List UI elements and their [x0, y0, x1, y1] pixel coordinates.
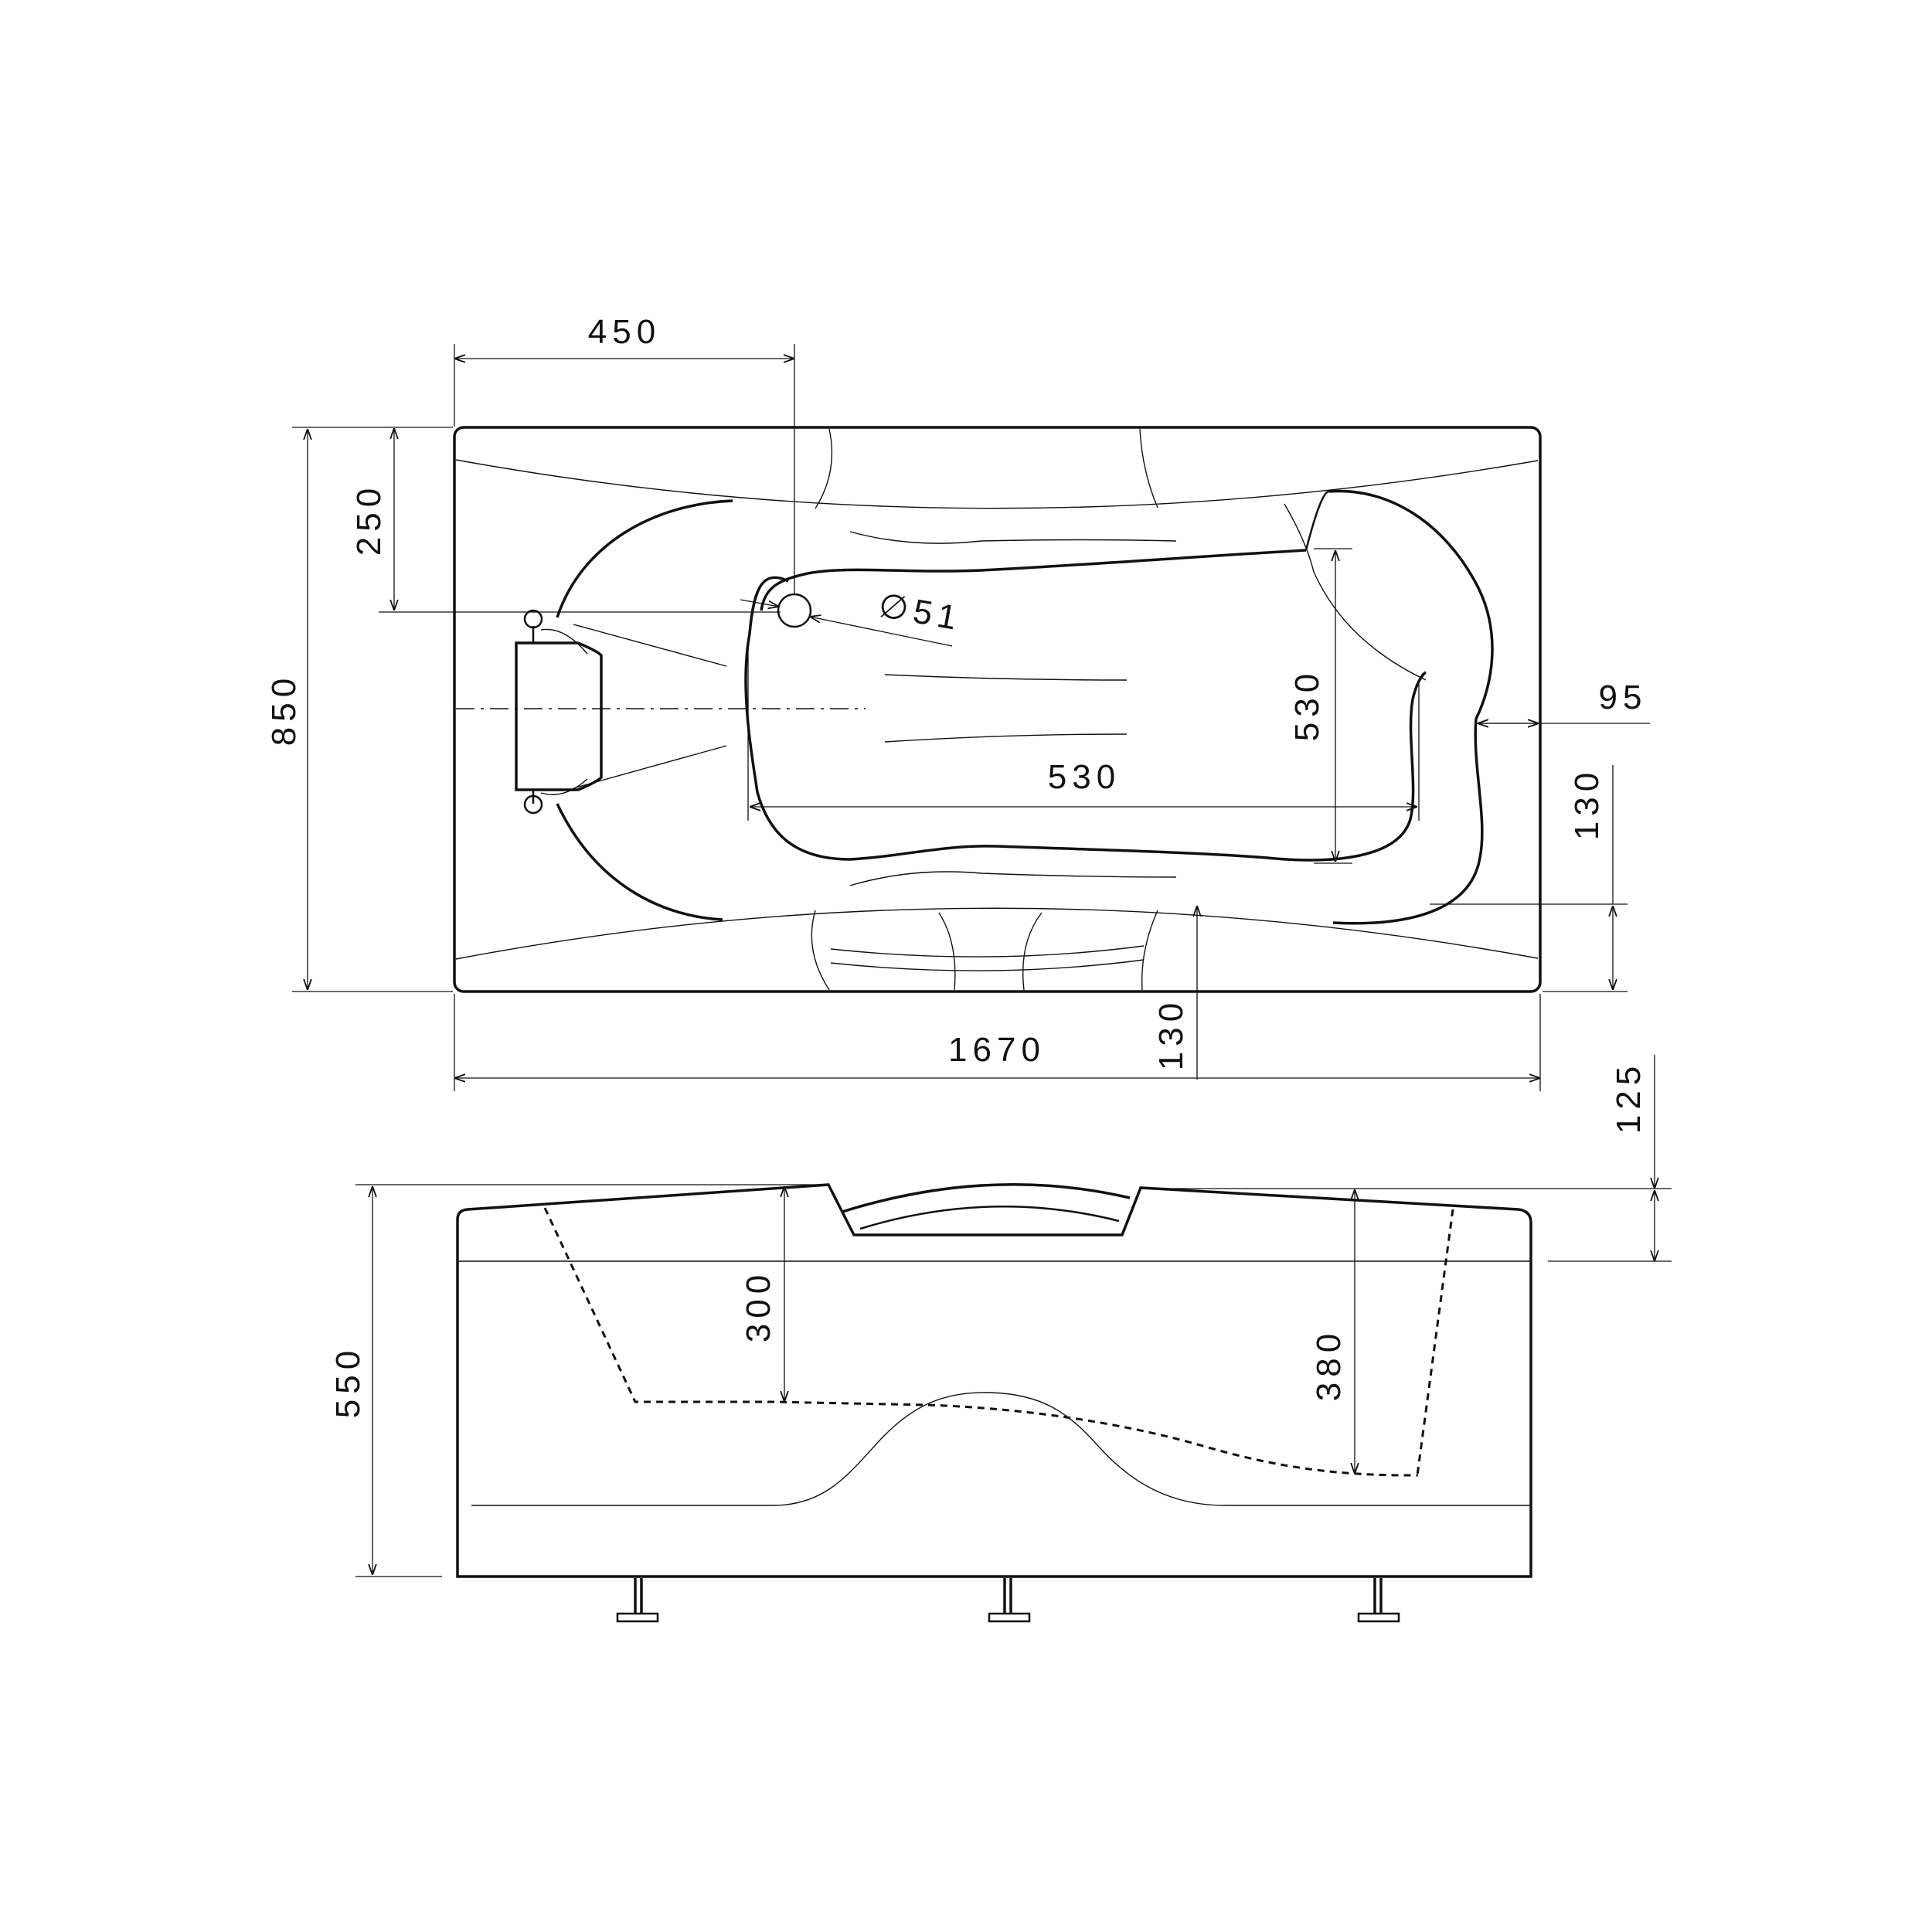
basin-inner-contour [744, 549, 1427, 862]
basin-wave-top [1304, 490, 1330, 551]
dim-end-offset: 95 [1599, 679, 1648, 716]
contour-line-1 [849, 531, 1177, 544]
headrest-line-top [573, 624, 727, 667]
rim-curve-top [455, 459, 1539, 509]
foot-left [616, 1578, 659, 1623]
dim-side-offset-right: 130 [1568, 767, 1606, 840]
dim-drain-diameter: ∅51 [876, 587, 964, 638]
side-view: 550 300 380 125 [329, 1055, 1672, 1623]
foot-center [988, 1578, 1031, 1623]
grab-handle-bottom [859, 1206, 1120, 1230]
dim-depth-right: 380 [1310, 1328, 1348, 1401]
contour-line-5 [1284, 503, 1427, 681]
foot-right [1357, 1578, 1400, 1623]
side-apron-curve [471, 1392, 1530, 1506]
dim-overall-length: 1670 [948, 1031, 1046, 1069]
dim-side-offset-bottom: 130 [1152, 998, 1190, 1070]
contour-line-3 [884, 733, 1128, 743]
dim-overall-height: 550 [329, 1345, 367, 1418]
rim-notch-top-right [1139, 428, 1158, 509]
rim-notch-top-left [815, 428, 833, 509]
drain-hole [777, 593, 812, 628]
top-view: 450 250 850 1670 ∅51 53 [265, 313, 1650, 1091]
dim-inner-length: 530 [1048, 758, 1121, 796]
dim-rim-step: 125 [1610, 1061, 1648, 1134]
grab-handle-top [842, 1182, 1131, 1213]
dim-drain-from-side: 250 [350, 483, 388, 556]
interior-profile-hidden [543, 1207, 1454, 1477]
headrest-pillow [515, 609, 603, 815]
contour-line-2 [884, 674, 1128, 681]
basin-outer-contour [556, 489, 1494, 925]
dim-inner-width: 530 [1288, 668, 1326, 741]
dim-overall-width: 850 [265, 673, 303, 746]
headrest-line-bottom [573, 745, 727, 789]
diameter-symbol: ∅ [876, 587, 917, 630]
rim-curve-bottom [455, 907, 1539, 960]
dim-depth-left: 300 [740, 1270, 777, 1342]
support-feet [616, 1578, 1400, 1623]
contour-line-4 [849, 871, 1177, 886]
dimensions-top-view: 450 250 850 1670 ∅51 53 [265, 313, 1650, 1091]
grab-handle [811, 910, 1158, 991]
dim-drain-from-end: 450 [588, 313, 661, 351]
tub-rim-outline [453, 426, 1542, 993]
dimensions-side-view: 550 300 380 125 [329, 1055, 1672, 1577]
side-body-outline [456, 1183, 1532, 1578]
